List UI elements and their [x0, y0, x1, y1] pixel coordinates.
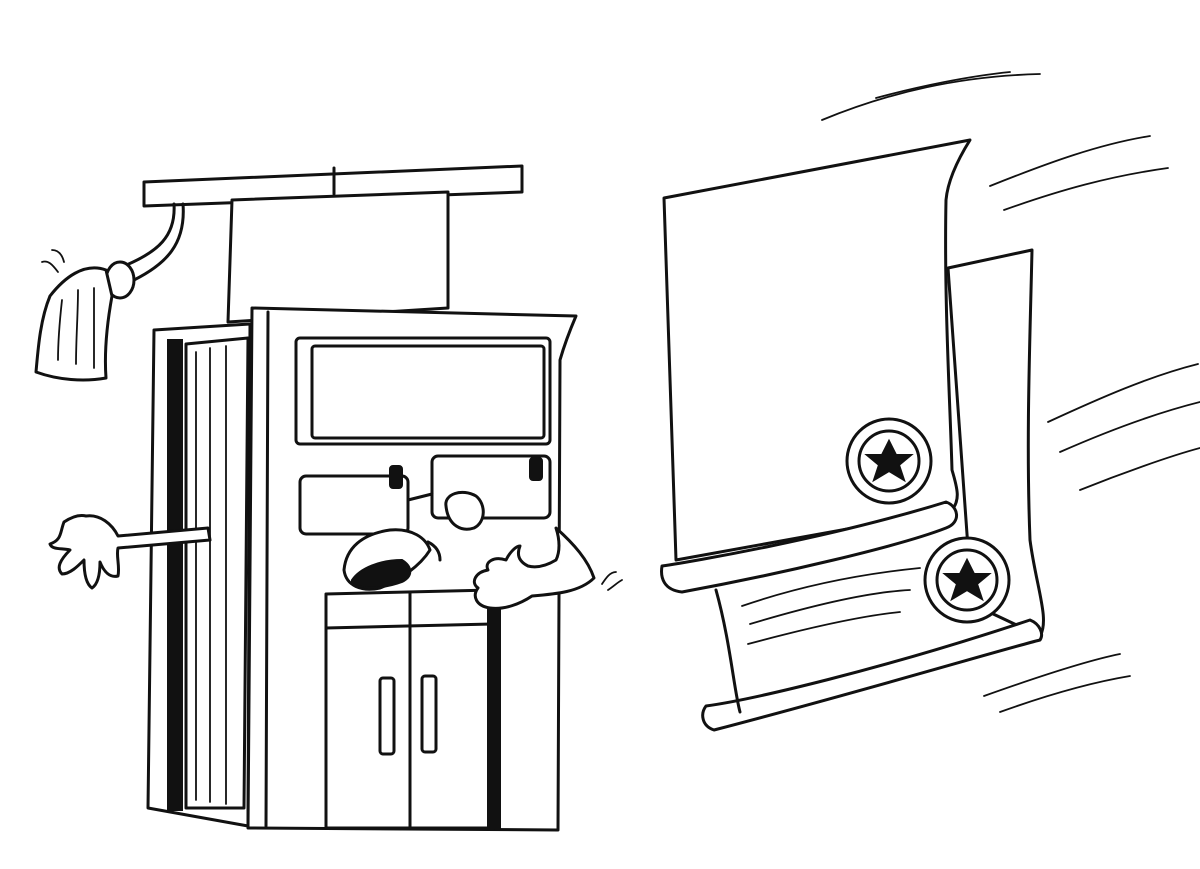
speed-lines	[741, 71, 1200, 713]
character-face	[298, 454, 552, 591]
book-spine	[146, 322, 252, 828]
left-arm	[48, 514, 212, 590]
diploma-scroll-back	[701, 248, 1045, 732]
right-arm	[472, 526, 623, 610]
diploma-scroll-front	[660, 138, 972, 594]
graduation-cap-icon	[142, 164, 524, 324]
tassel-icon	[34, 202, 185, 382]
